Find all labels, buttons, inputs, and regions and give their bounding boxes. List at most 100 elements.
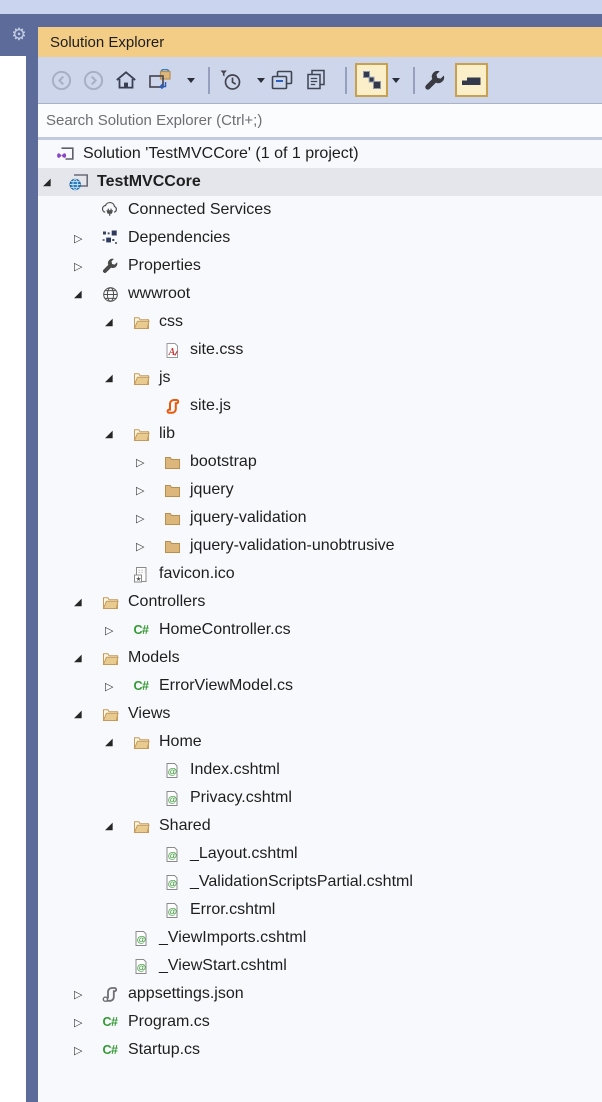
panel-titlebar[interactable]: Solution Explorer [38,27,602,57]
expander-icon[interactable]: ▷ [136,483,145,497]
tree-item-label: favicon.ico [159,565,235,582]
globe-icon [100,286,120,303]
search-input[interactable] [38,104,602,137]
tree-item[interactable]: ▷C#HomeController.cs [38,616,602,644]
tree-item[interactable]: @_ViewImports.cshtml [38,924,602,952]
home-button[interactable] [114,62,138,98]
expander-icon[interactable]: ▷ [105,679,114,693]
tree-item[interactable]: ▷jquery-validation-unobtrusive [38,532,602,560]
home-icon [115,70,137,90]
clock-filter-icon [219,69,243,92]
tree-item[interactable]: site.js [38,392,602,420]
razor-file-icon: @ [162,874,182,891]
tree-item[interactable]: ▷bootstrap [38,448,602,476]
tree-item[interactable]: ▷C#Program.cs [38,1008,602,1036]
tree-item[interactable]: @_ValidationScriptsPartial.cshtml [38,868,602,896]
tree-item[interactable]: ◢wwwroot [38,280,602,308]
razor-file-icon: @ [162,762,182,779]
tree-item[interactable]: ▷appsettings.json [38,980,602,1008]
switch-views-button[interactable] [147,62,174,98]
tree-item[interactable]: ▷ C# ErrorViewModel.cs [38,672,602,700]
expander-icon[interactable]: ◢ [105,372,113,384]
tree-item[interactable]: ◢Views [38,700,602,728]
solution-tree: Solution 'TestMVCCore' (1 of 1 project)◢… [38,140,602,1102]
csharp-file-icon: C# [133,679,149,693]
tree-item-label: site.css [190,341,244,358]
solution-icon [55,146,75,163]
expander-icon[interactable]: ◢ [105,428,113,440]
expander-icon[interactable]: ▷ [74,1015,83,1029]
preview-panel-icon [461,73,482,88]
expander-icon[interactable]: ▷ [136,511,145,525]
tree-item[interactable]: @Privacy.cshtml [38,784,602,812]
pending-changes-filter-button[interactable] [218,62,244,98]
settings-gear-block[interactable]: ⚙ [0,14,38,56]
wrench-icon [424,70,445,91]
expander-icon[interactable]: ◢ [74,288,82,300]
tree-item[interactable]: ▷Dependencies [38,224,602,252]
tree-item[interactable]: @ _ViewStart.cshtml [38,952,602,980]
show-all-files-toggle-caret-icon[interactable] [392,77,400,83]
expander-icon[interactable]: ▷ [136,455,145,469]
pending-changes-filter-button-caret-icon[interactable] [257,77,265,83]
tree-item[interactable]: @_Layout.cshtml [38,840,602,868]
switch-views-button-caret-icon[interactable] [187,77,195,83]
sync-with-active-document-button[interactable] [270,62,295,98]
tree-item[interactable]: ◢Controllers [38,588,602,616]
svg-text:@: @ [168,906,177,917]
tree-item-label: Shared [159,817,211,834]
expander-icon[interactable]: ◢ [43,176,51,188]
tree-item-label: _ViewStart.cshtml [159,957,287,974]
expander-icon[interactable]: ▷ [74,231,83,245]
tree-item[interactable]: ◢lib [38,420,602,448]
tree-item[interactable]: ◢Models [38,644,602,672]
expander-icon[interactable]: ◢ [74,652,82,664]
tree-item[interactable]: ◢ Home [38,728,602,756]
expander-icon[interactable]: ◢ [105,820,113,832]
back-button[interactable] [50,62,73,98]
expander-icon[interactable]: ▷ [74,987,83,1001]
expander-icon[interactable]: ▷ [74,1043,83,1057]
expander-icon[interactable]: ◢ [74,708,82,720]
stacked-documents-icon [305,69,327,91]
editor-margin [0,56,26,1102]
tree-item[interactable]: ▷jquery-validation [38,504,602,532]
panel-splitter[interactable] [26,56,38,1102]
tree-item[interactable]: ◢ Shared [38,812,602,840]
show-all-files-toggle[interactable] [355,63,388,97]
expander-icon[interactable]: ◢ [105,316,113,328]
tree-item-label: site.js [190,397,231,414]
window-chrome-band [0,14,602,27]
tree-item[interactable]: ▷Properties [38,252,602,280]
tree-item-label: Error.cshtml [190,901,276,918]
connected-services-icon [100,201,120,219]
expander-icon[interactable]: ◢ [74,596,82,608]
preview-selected-items-toggle[interactable] [455,63,488,97]
expander-icon[interactable]: ▷ [74,259,83,273]
expander-icon[interactable]: ▷ [136,539,145,553]
tree-item[interactable]: ★favicon.ico [38,560,602,588]
svg-text:@: @ [137,962,146,973]
svg-text:@: @ [168,794,177,805]
collapse-all-button[interactable] [304,62,328,98]
tree-item[interactable]: Connected Services [38,196,602,224]
razor-file-icon: @ [162,846,182,863]
tree-item[interactable]: ◢js [38,364,602,392]
tree-item-label: Home [159,733,202,750]
tree-item[interactable]: ◢css [38,308,602,336]
tree-item-label: Startup.cs [128,1041,201,1058]
forward-button[interactable] [82,62,105,98]
tree-item[interactable]: ▷jquery [38,476,602,504]
dependencies-icon [100,230,120,246]
tree-item[interactable]: @ Error.cshtml [38,896,602,924]
tree-item[interactable]: ◢TestMVCCore [38,168,602,196]
tree-item[interactable]: ▷C#Startup.cs [38,1036,602,1064]
properties-button[interactable] [423,62,446,98]
tree-item-label: ErrorViewModel.cs [159,677,293,694]
tree-item[interactable]: @Index.cshtml [38,756,602,784]
expander-icon[interactable]: ▷ [105,623,114,637]
folder-open-icon [131,819,151,834]
expander-icon[interactable]: ◢ [105,736,113,748]
tree-item[interactable]: Solution 'TestMVCCore' (1 of 1 project) [38,140,602,168]
